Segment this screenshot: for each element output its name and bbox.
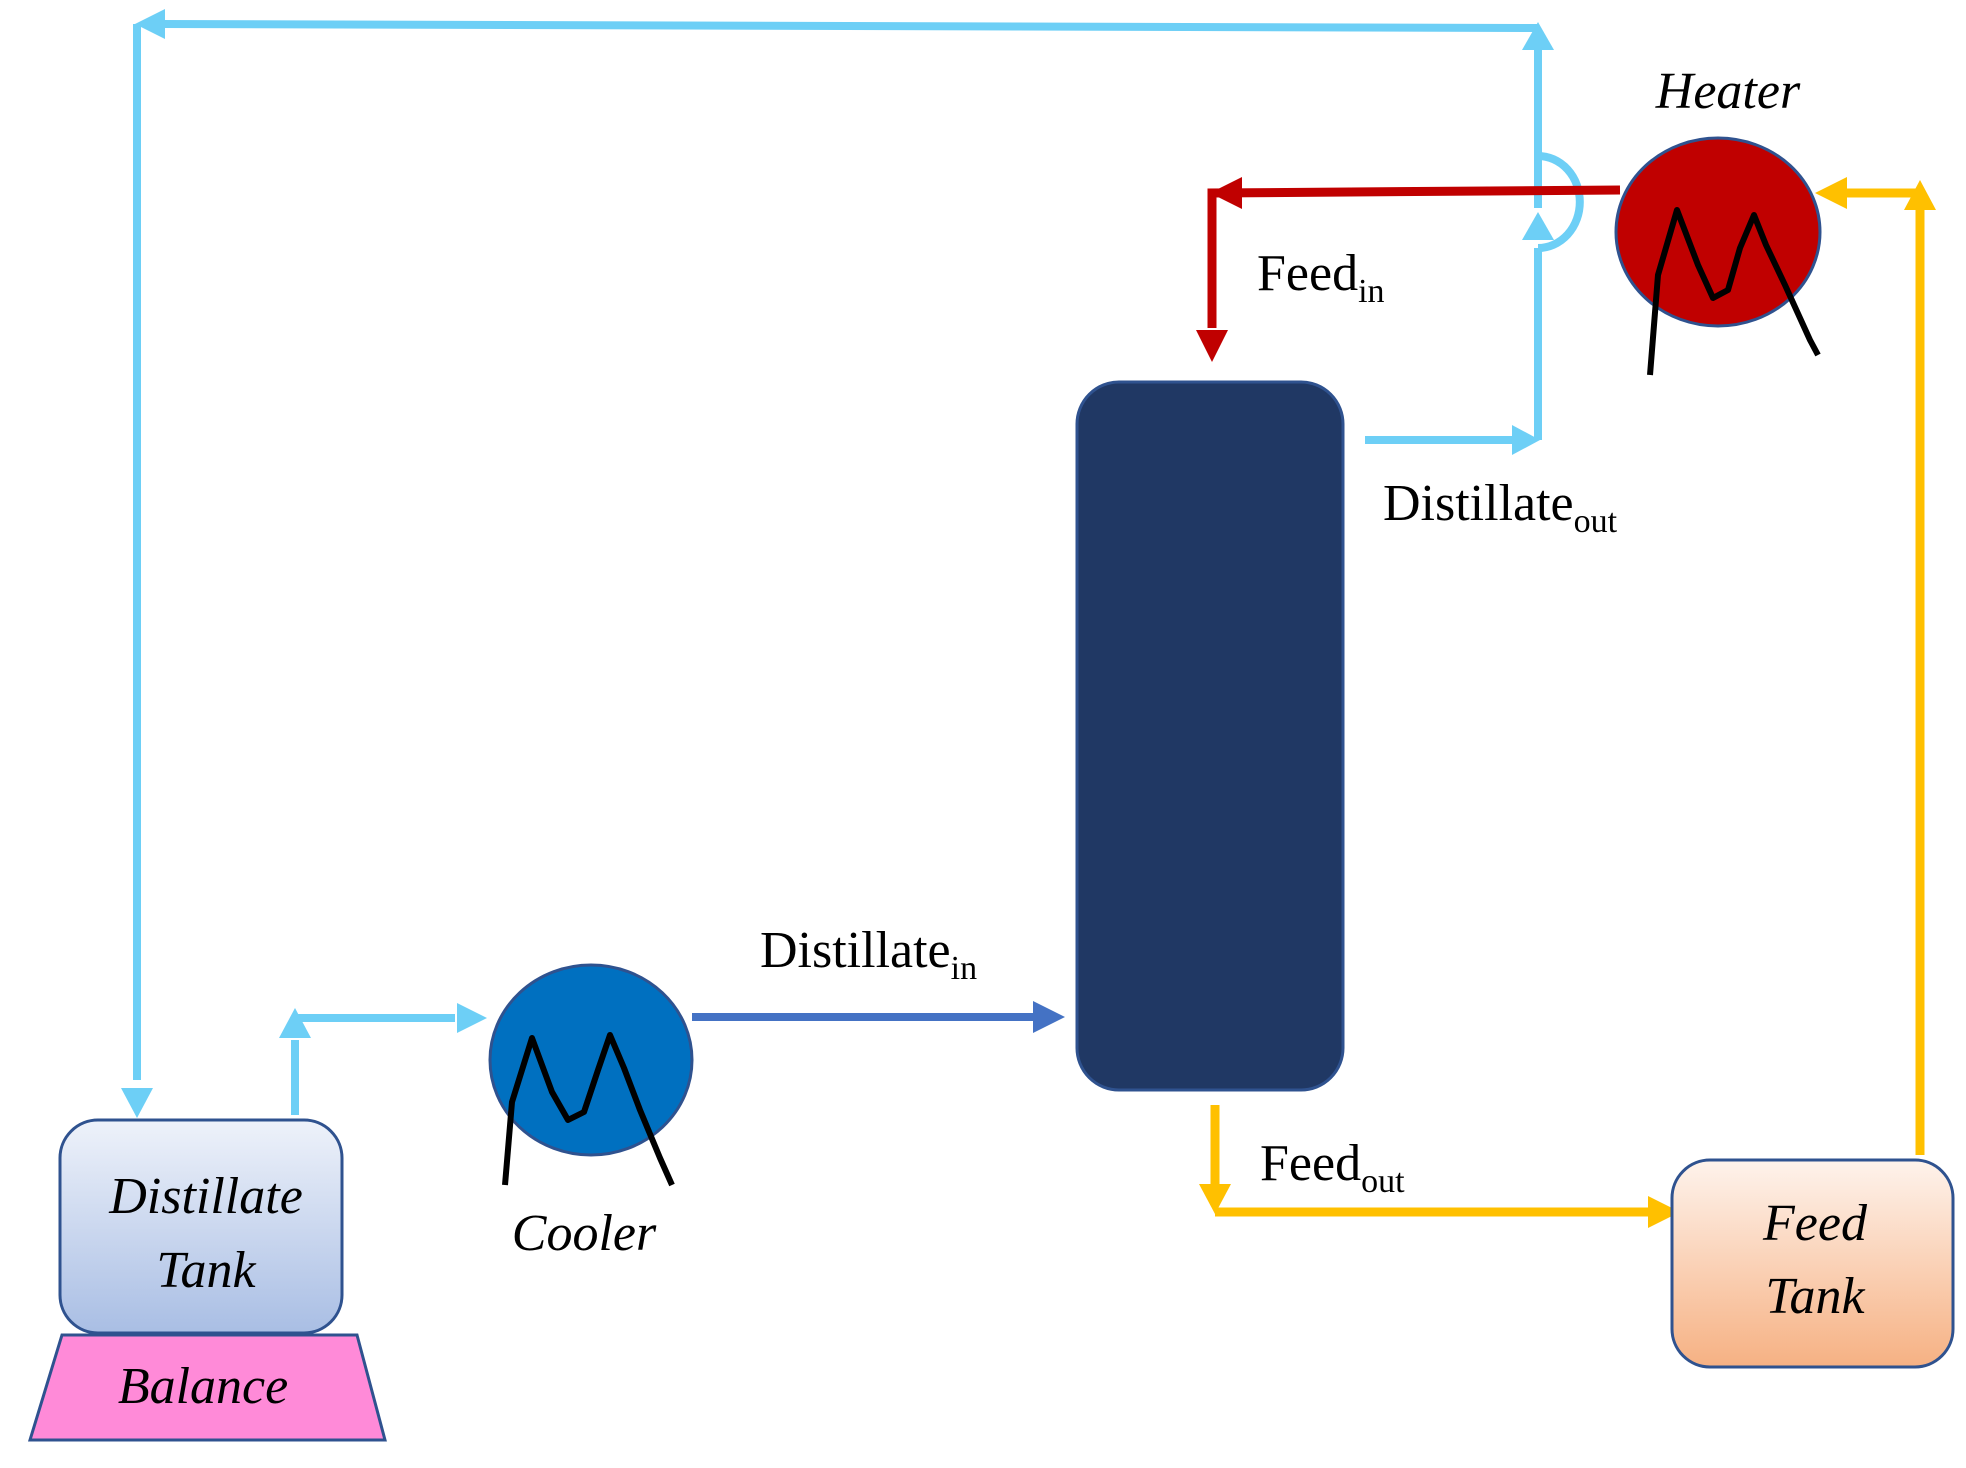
arrowhead-right-icon: [1512, 425, 1540, 455]
distillate-tank-label-line2: Tank: [156, 1242, 256, 1299]
feed-tank-label-line2: Tank: [1765, 1268, 1865, 1325]
feed-tank: Feed Tank: [1670, 1158, 1955, 1369]
arrowhead-left-icon: [135, 9, 165, 39]
arrowhead-up-icon: [1522, 212, 1554, 240]
feed-tank-label-line1: Feed: [1762, 1195, 1868, 1252]
arrowhead-right-icon: [1033, 1001, 1065, 1033]
cooler: Cooler: [488, 963, 694, 1262]
cooler-body: [488, 963, 694, 1157]
feed-tank-body: [1670, 1158, 1955, 1369]
feed-in-line: [1196, 177, 1621, 362]
balance-label: Balance: [118, 1358, 288, 1415]
heater-coil-icon: [1647, 207, 1821, 376]
distillate-in-line: [692, 1001, 1065, 1033]
membrane-module: [1075, 380, 1345, 1092]
arrowhead-left-icon: [1210, 177, 1242, 209]
arrowhead-right-icon: [457, 1003, 487, 1033]
balance: [27, 1333, 387, 1442]
arrowhead-down-icon: [1196, 330, 1228, 362]
arrowhead-right-icon: [1648, 1196, 1680, 1228]
heater: Heater: [1614, 63, 1822, 376]
distillate-return-line: [133, 20, 1584, 1115]
distillate-tank: Balance Distillate Tank: [27, 1118, 387, 1442]
heater-body: [1614, 136, 1822, 328]
arrowhead-up-icon: [1904, 180, 1936, 210]
heater-label: Heater: [1655, 63, 1801, 120]
arrowhead-down-icon: [121, 1088, 153, 1118]
distillate-loop-arrowheads: [121, 9, 1554, 1118]
cooler-coil-icon: [502, 1032, 675, 1187]
distillate-in-label: Distillatein: [760, 922, 977, 987]
distillate-tank-body: [58, 1118, 344, 1335]
feed-out-line: [1199, 177, 1936, 1228]
distillate-out-label: Distillateout: [1383, 475, 1618, 540]
arrowhead-down-icon: [1199, 1184, 1231, 1214]
distillate-tank-label-line1: Distillate: [108, 1168, 303, 1225]
cooler-label: Cooler: [512, 1205, 657, 1262]
feed-in-label: Feedin: [1257, 245, 1385, 310]
arrowhead-up-icon: [279, 1008, 311, 1038]
feed-out-label: Feedout: [1260, 1135, 1405, 1200]
arrowhead-up-icon: [1522, 22, 1554, 50]
arrowhead-left-icon: [1815, 177, 1847, 209]
